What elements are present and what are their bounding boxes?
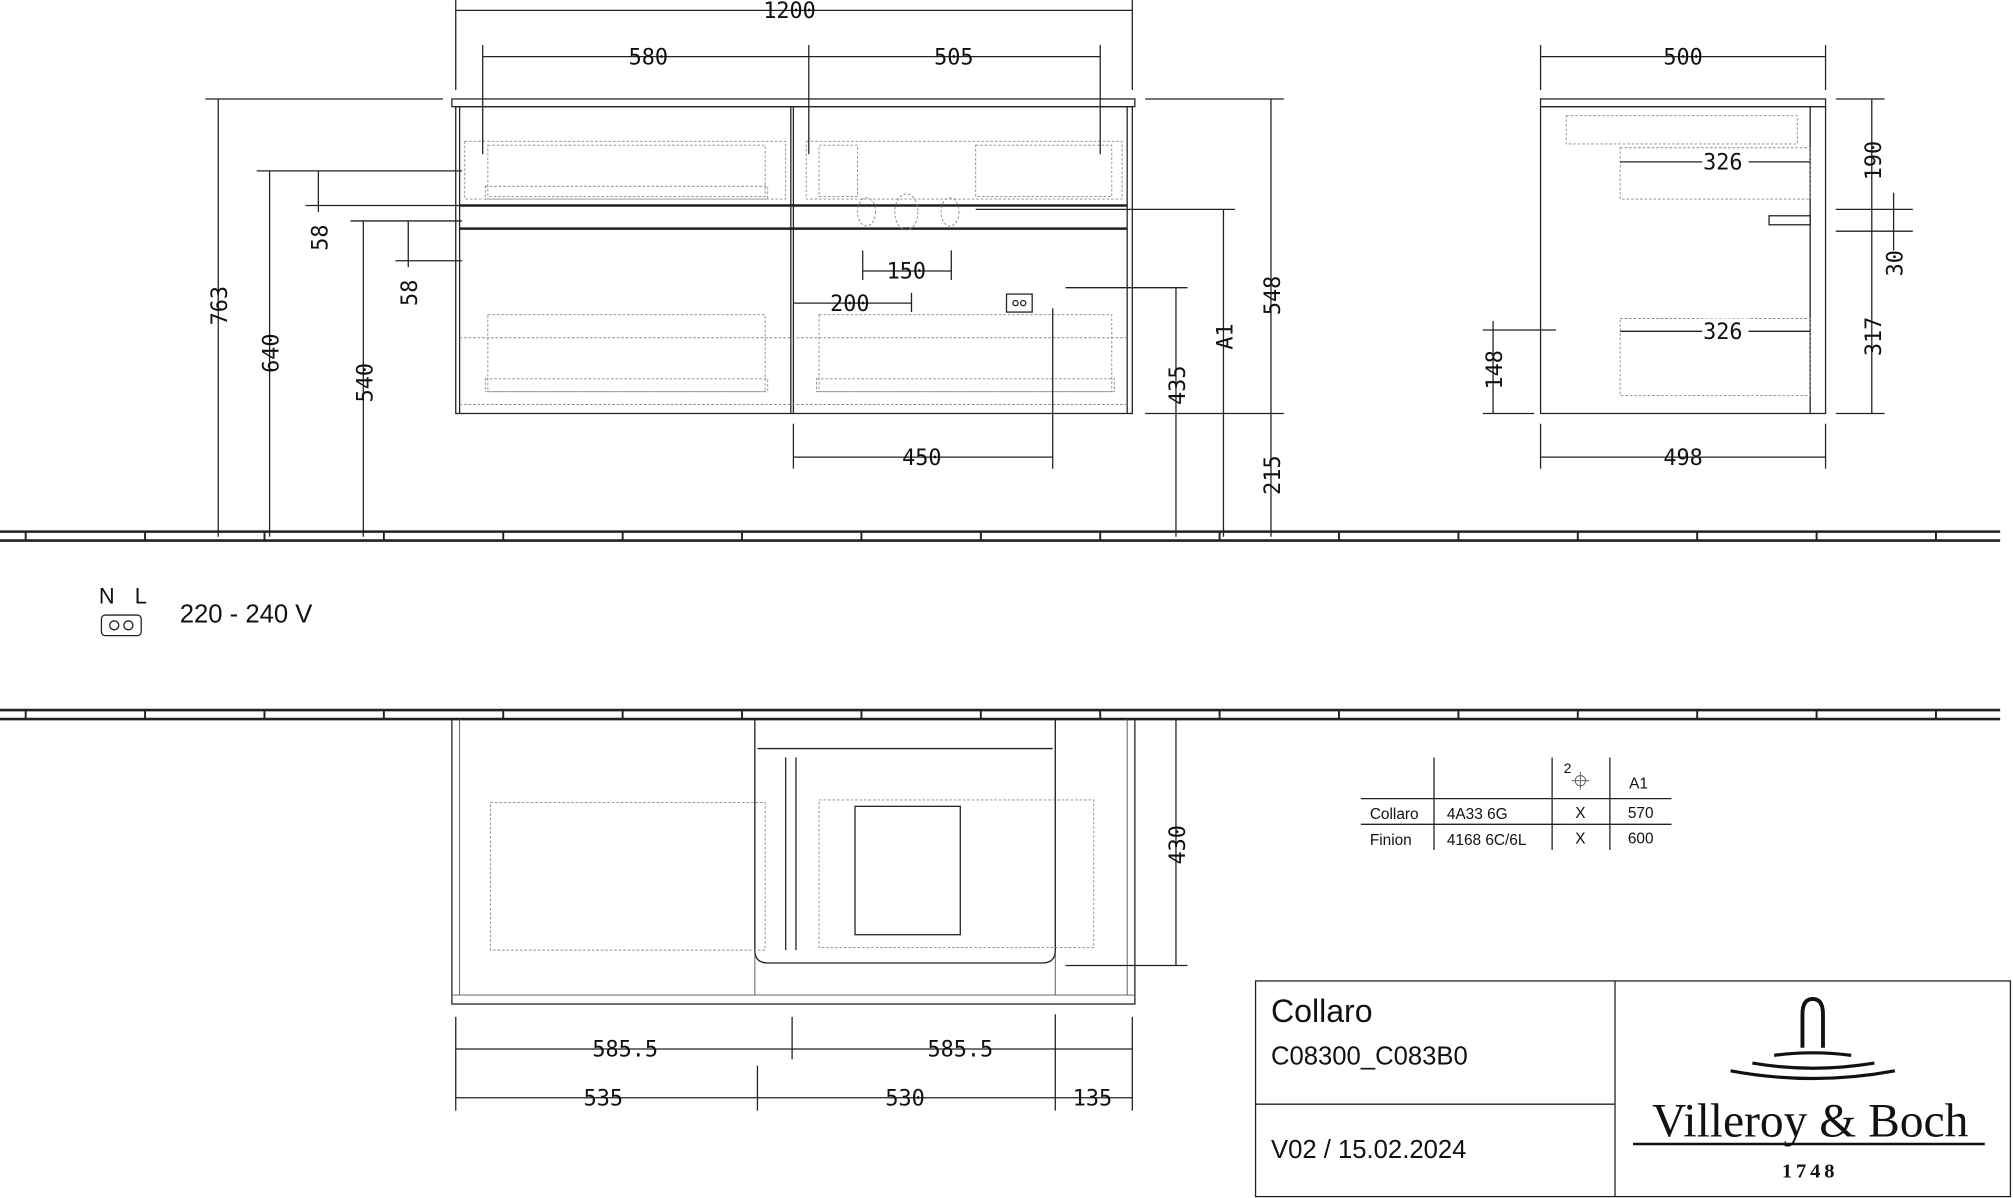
dim-135: 135: [1073, 1086, 1112, 1111]
row-series: Finion: [1370, 832, 1412, 849]
dim-190: 190: [1862, 141, 1887, 180]
title-block: Collaro C08300_C083B0 V02 / 15.02.2024 V…: [1254, 980, 2012, 1198]
dim-430: 430: [1166, 825, 1191, 864]
product-name: Collaro: [1271, 993, 1373, 1029]
front-view-cabinet: [451, 98, 1136, 415]
brand-logo-icon: Villeroy & Boch 1748: [1632, 996, 1985, 1182]
row-a1: 570: [1628, 805, 1654, 822]
brand-founded: 1748: [1782, 1160, 1838, 1182]
dim-326-bottom: 326: [1703, 320, 1742, 345]
dim-435: 435: [1166, 366, 1191, 405]
dim-326-top: 326: [1703, 151, 1742, 176]
neutral-label: N: [99, 583, 115, 608]
top-view-cabinet: 430: [451, 718, 1191, 1005]
voltage-label: 220 - 240 V: [180, 601, 313, 629]
drain-hole-icon: [894, 193, 919, 231]
dim-580: 580: [629, 45, 668, 70]
dim-200: 200: [830, 292, 869, 317]
socket-icon: [1005, 293, 1033, 313]
dim-585-left: 585.5: [592, 1038, 658, 1063]
side-dimensions: 500 498 326 326 190 30 317 148: [1482, 45, 1913, 471]
row-code: 4A33 6G: [1447, 806, 1508, 823]
dim-498: 498: [1663, 446, 1702, 471]
dim-535: 535: [584, 1086, 623, 1111]
row-a1: 600: [1628, 831, 1654, 848]
dim-58-upper: 58: [308, 224, 333, 250]
side-view-cabinet: [1539, 98, 1827, 415]
floor-line-top: [0, 530, 2001, 542]
dim-148: 148: [1483, 350, 1508, 389]
dim-450: 450: [902, 446, 941, 471]
front-dimensions: 1200 580 505 763 640 58 540 58 150 200 4…: [205, 0, 1286, 537]
brand-name: Villeroy & Boch: [1652, 1095, 1969, 1147]
dim-540: 540: [353, 363, 378, 402]
dim-58-lower: 58: [398, 280, 423, 306]
header-a1: A1: [1629, 775, 1648, 792]
row-tap: X: [1575, 805, 1585, 822]
dim-30: 30: [1884, 250, 1909, 276]
dim-500: 500: [1663, 45, 1702, 70]
compatibility-table: 2 A1 Collaro 4A33 6G X 570 Finion 4168 6…: [1360, 757, 1672, 850]
row-code: 4168 6C/6L: [1447, 832, 1527, 849]
dim-585-right: 585.5: [927, 1038, 993, 1063]
dim-1200: 1200: [763, 0, 816, 24]
dim-a1: A1: [1213, 323, 1238, 349]
electrical-connection: N L 220 - 240 V: [99, 583, 313, 637]
dim-530: 530: [885, 1086, 924, 1111]
tap-hole-count: 2: [1564, 760, 1572, 776]
drain-hole-icon: [857, 197, 877, 227]
socket-icon: [100, 614, 142, 637]
dim-317: 317: [1862, 317, 1887, 356]
drain-hole-icon: [940, 197, 960, 227]
tap-hole-icon: [1571, 771, 1590, 790]
dim-505: 505: [934, 45, 973, 70]
version-date: V02 / 15.02.2024: [1271, 1136, 1466, 1164]
dim-150: 150: [887, 260, 926, 285]
top-dimensions: 585.5 585.5 535 530 135: [455, 1014, 1133, 1111]
dim-548: 548: [1261, 276, 1286, 315]
dim-763: 763: [208, 286, 233, 325]
floor-line-bottom: [0, 708, 2001, 721]
article-number: C08300_C083B0: [1271, 1042, 1468, 1070]
dim-640: 640: [260, 333, 285, 372]
row-tap: X: [1575, 831, 1585, 848]
dim-215: 215: [1261, 455, 1286, 494]
live-label: L: [135, 583, 147, 608]
row-series: Collaro: [1370, 806, 1419, 823]
